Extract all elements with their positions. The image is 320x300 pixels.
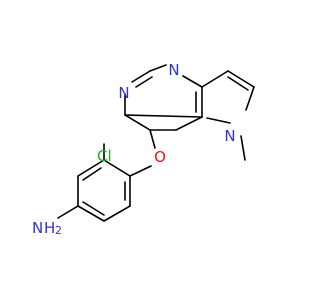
- atom-oxygen: O: [154, 148, 166, 166]
- bond-c4-o: [149, 129, 156, 149]
- atom-n-pyrrole: N: [224, 127, 235, 145]
- molecule-structure: N N N O Cl N H 2: [32, 61, 255, 237]
- atom-n-pyrimidine-left: N: [118, 84, 129, 102]
- bond-c6-n7: [245, 86, 255, 111]
- bond-benzene-double-2: [82, 201, 105, 216]
- bond-c4-c7a: [124, 114, 203, 118]
- bond-benzene-1: [103, 159, 131, 177]
- bond-c5-c6-double: [227, 76, 249, 91]
- bond-n7-c7a: [206, 117, 231, 124]
- atom-amine-h: H: [44, 219, 55, 237]
- bond-n-methyl: [240, 135, 246, 161]
- atom-amine-n: N: [32, 219, 43, 237]
- atom-amine-subscript: 2: [55, 224, 62, 237]
- bond-c7a-junction: [175, 116, 203, 131]
- bond-c4-c4b: [124, 114, 151, 131]
- bonds: [57, 64, 255, 222]
- bond-benzene-4: [77, 205, 105, 222]
- bond-c-n: [57, 205, 79, 219]
- atom-labels: N N N O Cl N H 2: [32, 61, 236, 237]
- bond-c2-n-left-double: [135, 76, 153, 88]
- bond-o-aryl: [129, 165, 152, 177]
- bond-benzene-double-1: [82, 167, 102, 181]
- bond-benzene-2: [77, 159, 105, 177]
- bond-c2-n-left: [131, 70, 151, 83]
- bond-c5-c6: [227, 70, 255, 88]
- bond-n-top-c2: [149, 64, 167, 72]
- atom-n-pyrimidine-top: N: [168, 61, 179, 79]
- bond-c4a-n-top: [182, 75, 203, 88]
- bond-c4a-c5: [201, 70, 229, 88]
- bond-benzene-5: [103, 205, 131, 222]
- atom-chlorine: Cl: [97, 147, 112, 165]
